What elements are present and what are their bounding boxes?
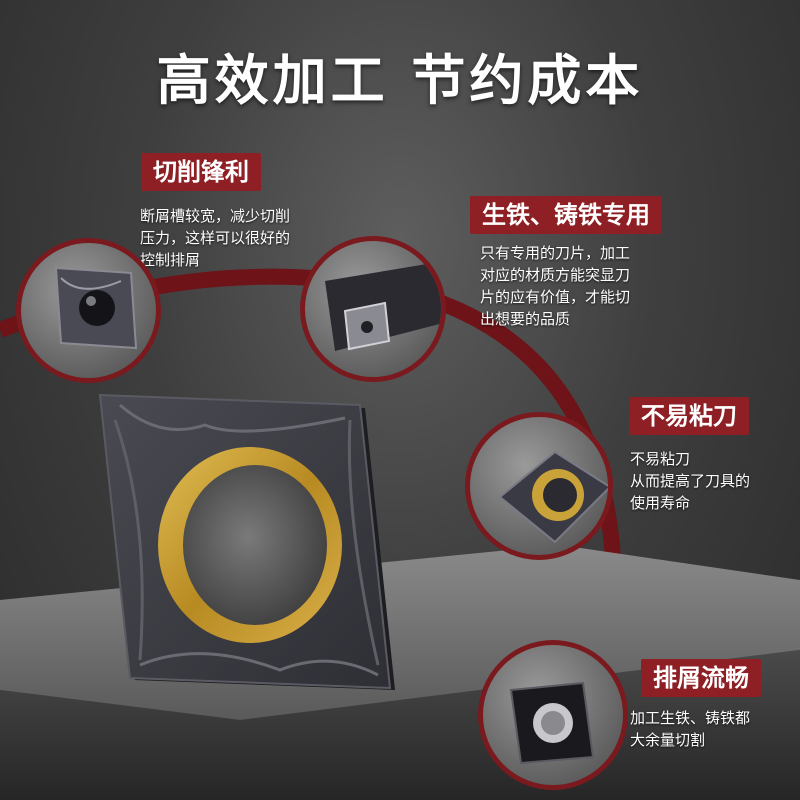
desc-line: 压力，这样可以很好的 [140,229,291,247]
desc-line: 对应的材质方能突显刀 [480,266,631,284]
feature-badge-chip-flow: 排屑流畅 [641,659,761,697]
desc-line: 加工生铁、铸铁都 [630,709,751,727]
main-insert [98,393,395,690]
detail-circle-chip-flow [478,640,628,790]
desc-line: 片的应有价值，才能切 [480,288,631,306]
toolholder-image [325,261,441,351]
desc-line: 断屑槽较宽，减少切削 [140,207,291,225]
desc-line: 出想要的品质 [480,310,571,328]
desc-line: 使用寿命 [630,494,691,512]
desc-line: 不易粘刀 [630,450,691,468]
feature-desc-chip-flow: 加工生铁、铸铁都 大余量切割 [630,707,750,751]
detail-circle-coating [465,412,613,560]
black-insert-image [509,681,595,765]
detail-circle-toolholder [300,236,446,382]
insert-closeup-image [54,266,138,350]
desc-line: 控制排屑 [140,251,201,269]
feature-badge-cast-iron: 生铁、铸铁专用 [470,196,662,234]
feature-badge-anti-stick: 不易粘刀 [629,397,749,435]
feature-desc-cast-iron: 只有专用的刀片，加工 对应的材质方能突显刀 片的应有价值，才能切 出想要的品质 [480,242,630,330]
coated-insert-image [498,450,608,544]
feature-desc-sharp-cutting: 断屑槽较宽，减少切削 压力，这样可以很好的 控制排屑 [140,205,290,271]
page-title: 高效加工 节约成本 [156,49,644,112]
detail-circle-chipbreaker [16,238,161,383]
desc-line: 只有专用的刀片，加工 [480,244,631,262]
feature-badge-sharp-cutting: 切削锋利 [141,153,261,191]
desc-line: 大余量切割 [630,731,706,749]
desc-line: 从而提高了刀具的 [630,472,751,490]
feature-desc-anti-stick: 不易粘刀 从而提高了刀具的 使用寿命 [630,448,750,514]
